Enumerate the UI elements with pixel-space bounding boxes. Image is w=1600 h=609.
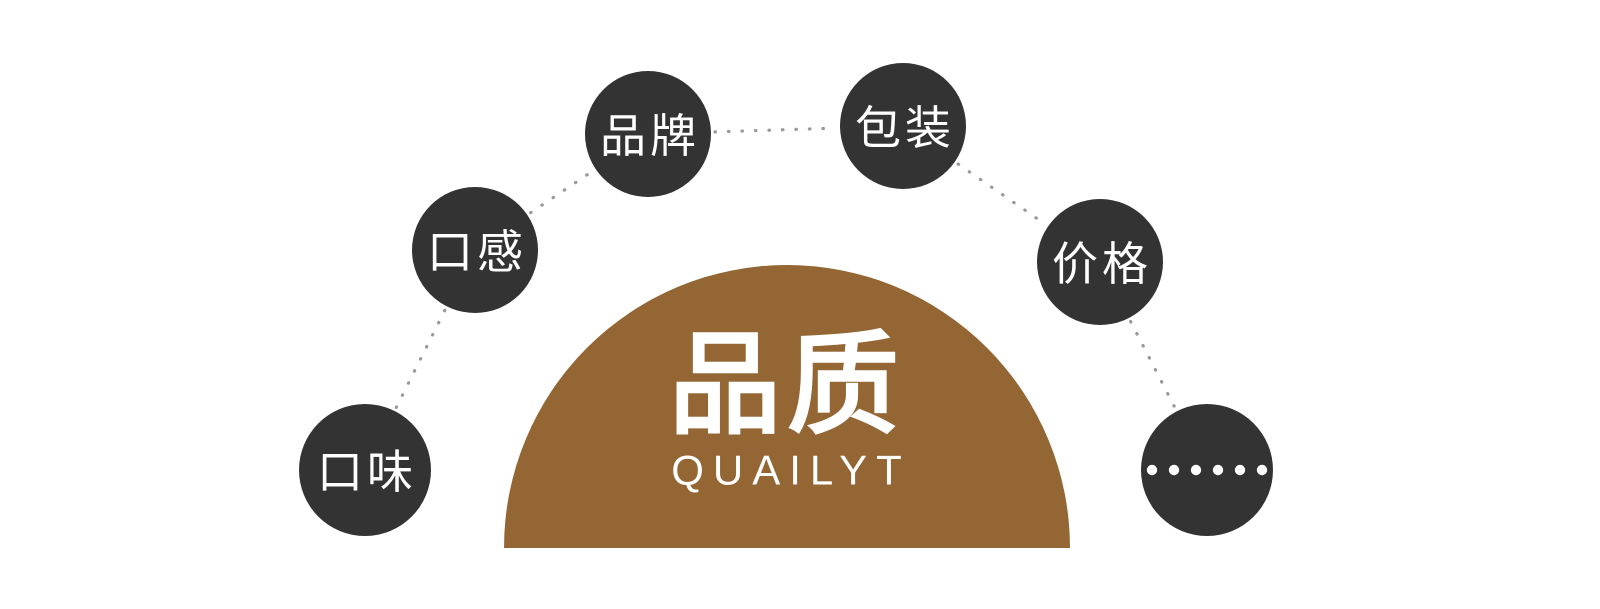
connector-layer <box>394 126 1177 410</box>
connector-price-to-more <box>1129 319 1177 410</box>
node-circle-packaging[interactable] <box>840 63 966 189</box>
node-circle-mouthfeel[interactable] <box>412 187 538 313</box>
node-label-brand: 品牌 <box>600 110 700 162</box>
connector-taste-to-mouthfeel <box>394 308 447 409</box>
node-circle-more[interactable] <box>1141 404 1273 536</box>
connector-mouthfeel-to-brand <box>529 169 594 215</box>
ellipsis-dot <box>1234 464 1246 476</box>
ellipsis-dot <box>1146 464 1158 476</box>
ellipsis-dot <box>1212 464 1224 476</box>
ellipsis-dots-icon <box>1146 464 1268 476</box>
connector-packaging-to-price <box>956 162 1047 226</box>
core-chinese-label: 品质 <box>669 323 905 448</box>
node-circle-taste[interactable] <box>299 404 431 536</box>
ellipsis-dot <box>1168 464 1180 476</box>
ellipsis-dot <box>1256 464 1268 476</box>
node-price[interactable]: 价格 <box>1037 199 1163 325</box>
core-dome-shape <box>504 265 1070 548</box>
core-dome-group: 品质 QUAILYT <box>504 265 1070 548</box>
node-label-price: 价格 <box>1052 238 1152 290</box>
core-english-label: QUAILYT <box>671 447 911 494</box>
node-taste[interactable]: 口味 <box>299 404 431 536</box>
connector-brand-to-packaging <box>713 126 838 134</box>
node-label-mouthfeel: 口感 <box>427 226 527 278</box>
node-more[interactable] <box>1141 404 1273 536</box>
node-brand[interactable]: 品牌 <box>585 71 711 197</box>
ellipsis-dot <box>1190 464 1202 476</box>
node-packaging[interactable]: 包装 <box>840 63 966 189</box>
node-circle-price[interactable] <box>1037 199 1163 325</box>
node-label-taste: 口味 <box>317 446 417 498</box>
node-circle-brand[interactable] <box>585 71 711 197</box>
node-mouthfeel[interactable]: 口感 <box>412 187 538 313</box>
node-label-packaging: 包装 <box>855 102 955 154</box>
